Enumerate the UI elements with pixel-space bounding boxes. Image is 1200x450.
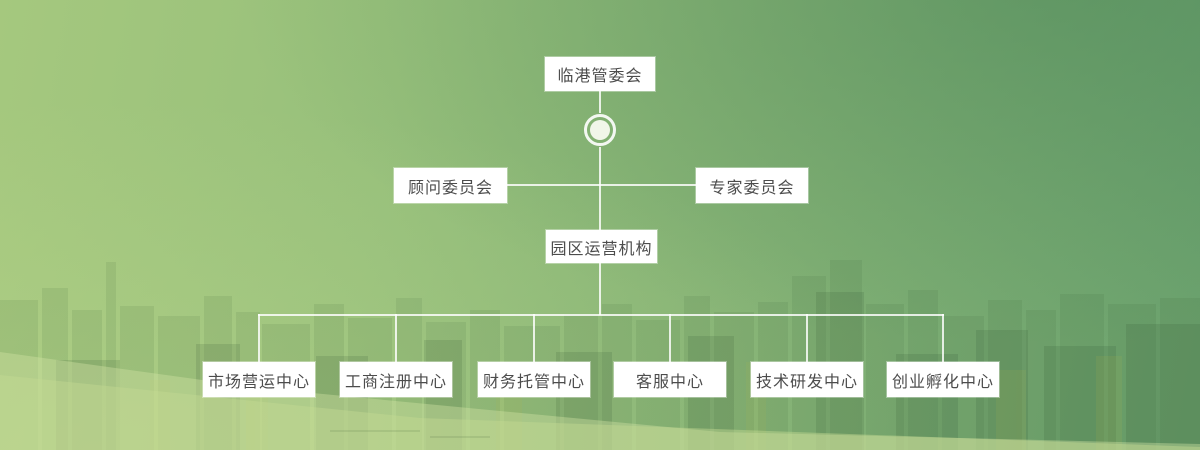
connector-hub-to-operator [599,147,601,230]
connector-drop-dept-2 [395,314,397,362]
org-node-dept-customer-service: 客服中心 [614,362,726,397]
connector-drop-dept-4 [669,314,671,362]
org-node-expert-committee: 专家委员会 [696,168,808,203]
connector-operator-to-departments [599,263,601,315]
hub-circle-icon [584,114,616,146]
connector-committees [507,184,696,186]
connector-drop-dept-1 [258,314,260,362]
org-node-dept-incubation: 创业孵化中心 [887,362,999,397]
org-node-park-operator: 园区运营机构 [546,230,657,263]
connector-drop-dept-5 [806,314,808,362]
org-node-dept-rd: 技术研发中心 [751,362,863,397]
hub-circle-inner [590,120,610,140]
connector-drop-dept-6 [942,314,944,362]
org-node-dept-financial-custody: 财务托管中心 [478,362,590,397]
org-node-dept-business-registration: 工商注册中心 [340,362,452,397]
connector-root-to-hub [599,91,601,113]
connector-drop-dept-3 [533,314,535,362]
org-node-advisory-committee: 顾问委员会 [394,168,507,203]
org-node-root: 临港管委会 [545,57,655,91]
connector-departments-rail [258,314,944,316]
org-node-dept-marketing: 市场营运中心 [203,362,315,397]
